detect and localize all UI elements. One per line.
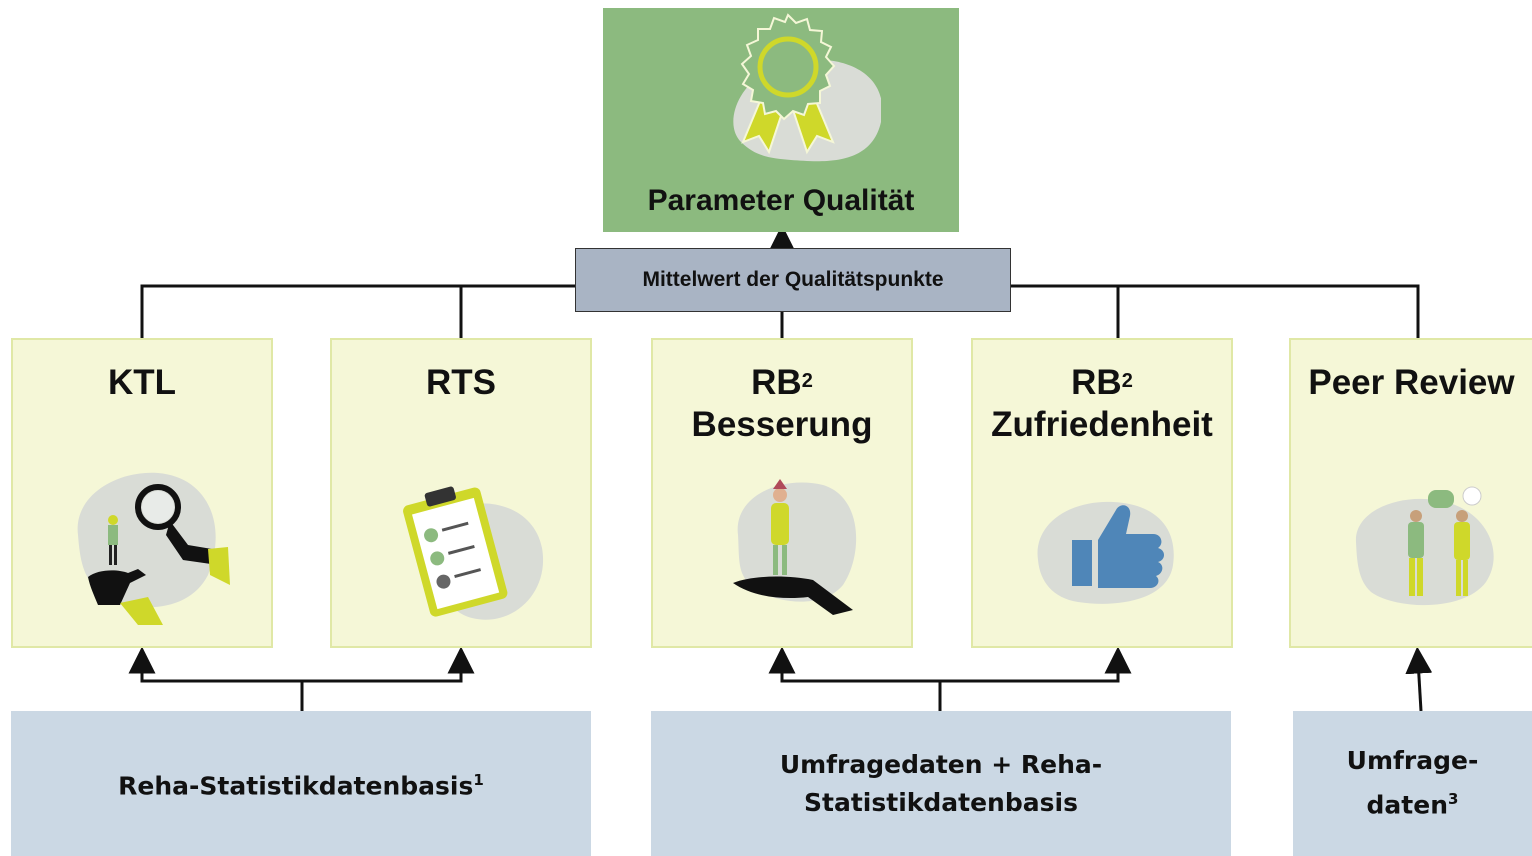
parameter-quality-title: Parameter Qualität (647, 184, 915, 217)
card-rts-title: RTS (426, 363, 496, 402)
card-rb-zufriedenheit: RB2 Zufriedenheit (971, 338, 1233, 648)
source-reha-statistik: Reha-Statistikdatenbasis1 (11, 711, 591, 856)
person-on-hand-icon (733, 479, 857, 615)
line-to-ktl (128, 646, 302, 683)
card-rts: RTS (330, 338, 592, 648)
parameter-quality-box: Parameter Qualität (603, 8, 959, 232)
magnifier-hand-icon (77, 472, 230, 625)
card-ktl-title: KTL (107, 363, 177, 402)
line-to-rb-zufriedenheit (940, 646, 1132, 683)
quality-points-average-box: Mittelwert der Qualitätspunkte (575, 248, 1011, 312)
card-rb-zufriedenheit-title: RB2 Zufriedenheit (991, 363, 1213, 444)
quality-points-average-label: Mittelwert der Qualitätspunkte (642, 268, 944, 291)
conversation-people-icon (1355, 486, 1494, 606)
clipboard-checklist-icon (403, 486, 544, 620)
card-rb-besserung: RB2 Besserung (651, 338, 913, 648)
thumbs-up-icon (1037, 501, 1174, 604)
card-peer-review-title: Peer Review (1308, 363, 1515, 402)
line-to-peer-review (1405, 646, 1433, 712)
card-rb-besserung-title: RB2 Besserung (691, 363, 873, 444)
source-umfragedaten: Umfrage- daten3 (1293, 711, 1532, 856)
line-to-rts (302, 646, 475, 683)
line-to-rb-besserung (768, 646, 940, 683)
source-umfrage-reha: Umfragedaten + Reha- Statistikdatenbasis (651, 711, 1231, 856)
line-branch-right (1011, 284, 1420, 338)
card-ktl: KTL (11, 338, 273, 648)
line-branch-left (140, 284, 575, 338)
card-peer-review: Peer Review (1289, 338, 1532, 648)
award-rosette-icon (733, 13, 881, 162)
